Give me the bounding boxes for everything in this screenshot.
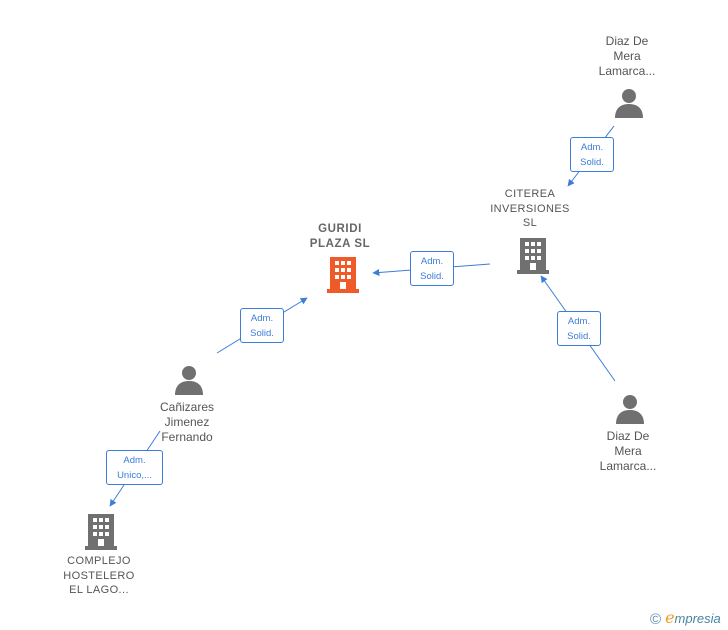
relation-label-adm-solid[interactable]: Adm. Solid. (570, 137, 614, 172)
building-icon[interactable] (85, 514, 117, 550)
node-label-canizares: Cañizares Jimenez Fernando (159, 400, 215, 444)
node-label-diaz-bottom: Diaz De Mera Lamarca... (599, 429, 657, 473)
empresia-logo-icon: e (665, 608, 675, 627)
person-icon[interactable] (614, 88, 644, 118)
relation-label-adm-solid[interactable]: Adm. Solid. (240, 308, 284, 343)
building-icon[interactable] (327, 257, 359, 293)
person-icon[interactable] (615, 394, 645, 424)
relation-label-adm-solid[interactable]: Adm. Solid. (557, 311, 601, 346)
building-icon[interactable] (517, 238, 549, 274)
node-label-diaz-top: Diaz De Mera Lamarca... (598, 34, 656, 78)
node-label-complejo: COMPLEJO HOSTELERO EL LAGO... (63, 555, 135, 596)
relation-label-adm-solid[interactable]: Adm. Solid. (410, 251, 454, 286)
node-label-citerea: CITEREA INVERSIONES SL (490, 188, 570, 229)
copyright-icon: © (650, 611, 662, 628)
brand-name: mpresia (674, 611, 721, 626)
empresia-brand: ©empresia (650, 608, 721, 628)
person-icon[interactable] (174, 365, 204, 395)
node-label-guridi: GURIDI PLAZA SL (309, 223, 371, 250)
relation-label-adm-unico[interactable]: Adm. Unico,... (106, 450, 163, 485)
